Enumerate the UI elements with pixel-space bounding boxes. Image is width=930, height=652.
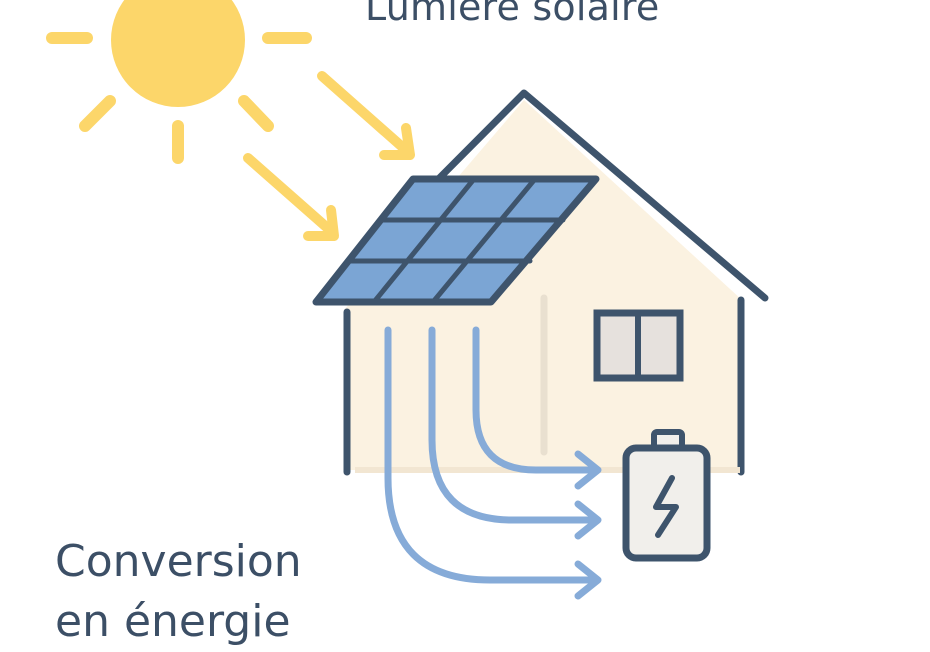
sun-icon: [46, 0, 312, 164]
energy-conversion-label: Conversion en énergie: [55, 532, 302, 652]
energy-conversion-label-line2: en énergie: [55, 596, 291, 647]
solar-energy-diagram: [46, 0, 769, 600]
energy-flow-arrow: [472, 326, 602, 490]
sunlight-arrow: [243, 153, 339, 241]
battery-icon: [622, 429, 711, 562]
solar-panel-icon: [312, 175, 600, 306]
window-icon: [593, 309, 684, 382]
energy-flow-arrows: [384, 326, 602, 600]
energy-conversion-label-line1: Conversion: [55, 536, 302, 587]
energy-flow-arrow: [384, 326, 602, 600]
lightning-icon: [653, 475, 679, 538]
sunlight-label: Lumière solaire: [365, 0, 660, 29]
sunlight-arrow: [317, 71, 415, 160]
energy-flow-arrow: [428, 326, 602, 540]
battery-body: [622, 444, 711, 562]
sunlight-arrows: [243, 71, 415, 241]
